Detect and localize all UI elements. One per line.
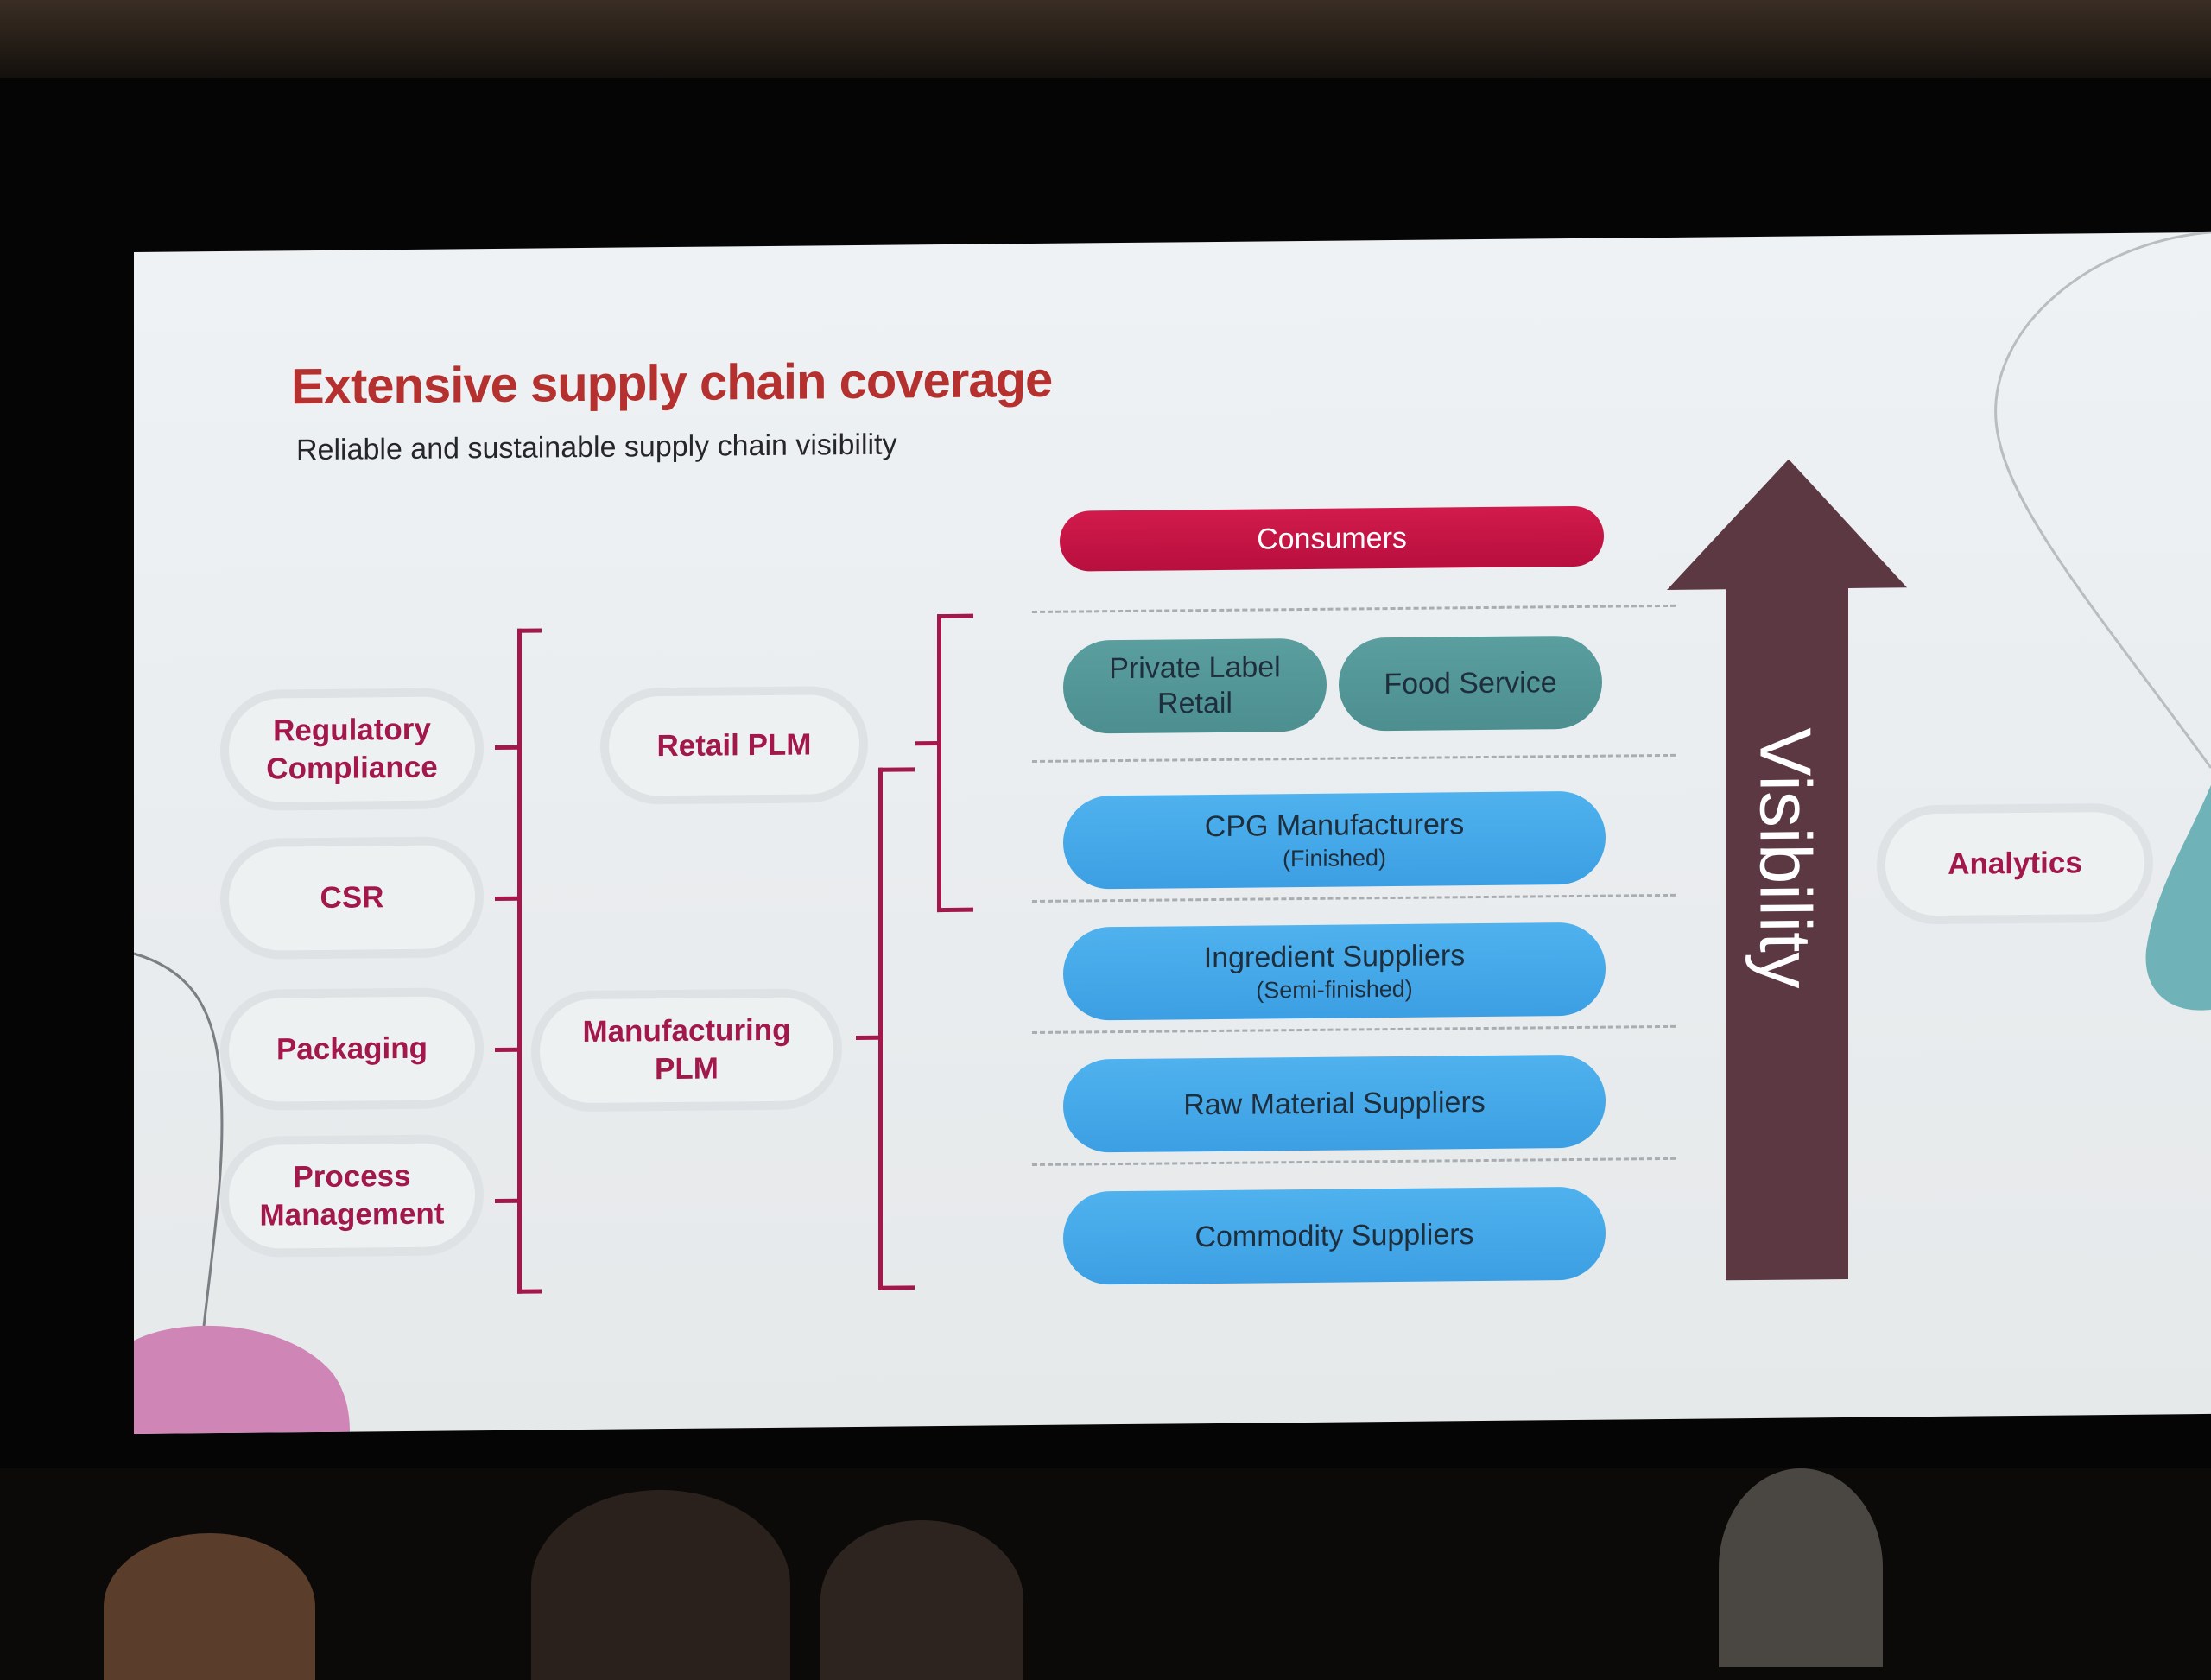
audience-head [531, 1490, 790, 1680]
manufacturing-plm-pill: Manufacturing PLM [531, 988, 842, 1113]
commodity-suppliers-label: Commodity Suppliers [1194, 1217, 1474, 1253]
commodity-suppliers-tier: Commodity Suppliers [1063, 1186, 1606, 1285]
visibility-label: Visibility [1745, 727, 1827, 990]
bracket-tick [495, 1047, 519, 1052]
regulatory-compliance-pill: Regulatory Compliance [220, 688, 484, 812]
food-service-tier: Food Service [1339, 635, 1602, 732]
retail-bracket [937, 613, 973, 913]
tier-divider [1032, 893, 1676, 903]
audience-head [1719, 1468, 1883, 1667]
csr-label: CSR [320, 880, 384, 916]
ingredient-suppliers-label: Ingredient Suppliers [1203, 939, 1466, 975]
ingredient-suppliers-note: (Semi-finished) [1256, 975, 1413, 1004]
audience-head [820, 1520, 1023, 1680]
slide-title: Extensive supply chain coverage [291, 351, 1053, 415]
food-service-label: Food Service [1384, 665, 1557, 701]
raw-material-suppliers-label: Raw Material Suppliers [1183, 1085, 1486, 1121]
consumers-tier: Consumers [1060, 505, 1604, 572]
tier-divider [1032, 1157, 1676, 1167]
ingredient-suppliers-tier: Ingredient Suppliers (Semi-finished) [1063, 922, 1606, 1021]
consumers-label: Consumers [1257, 521, 1407, 556]
tier-divider [1032, 753, 1676, 764]
packaging-label: Packaging [276, 1030, 428, 1067]
bracket-tick [856, 1035, 880, 1040]
cpg-manufacturers-label: CPG Manufacturers [1204, 808, 1465, 844]
bracket-tick [495, 745, 519, 750]
retail-plm-pill: Retail PLM [600, 685, 868, 805]
manufacturing-plm-label: Manufacturing PLM [582, 1012, 791, 1087]
presentation-slide: Extensive supply chain coverage Reliable… [134, 231, 2211, 1434]
private-label-retail-label: Private Label Retail [1109, 650, 1281, 720]
tier-divider [1032, 604, 1676, 614]
regulatory-compliance-label: Regulatory Compliance [266, 712, 438, 786]
tier-divider [1032, 1024, 1676, 1035]
left-bracket [517, 628, 542, 1294]
retail-plm-label: Retail PLM [656, 727, 812, 763]
bracket-tick [495, 1198, 519, 1203]
bracket-tick [915, 741, 939, 746]
raw-material-suppliers-tier: Raw Material Suppliers [1063, 1054, 1606, 1153]
csr-pill: CSR [220, 836, 484, 960]
process-management-pill: Process Management [220, 1134, 484, 1258]
bracket-tick [495, 896, 519, 901]
process-management-label: Process Management [259, 1159, 445, 1233]
manufacturing-bracket [878, 767, 915, 1290]
audience-head [104, 1533, 315, 1680]
private-label-retail-tier: Private Label Retail [1063, 637, 1327, 734]
slide-subtitle: Reliable and sustainable supply chain vi… [296, 428, 897, 467]
analytics-pill: Analytics [1877, 802, 2153, 925]
analytics-label: Analytics [1948, 846, 2082, 881]
cpg-manufacturers-note: (Finished) [1282, 844, 1387, 872]
cpg-manufacturers-tier: CPG Manufacturers (Finished) [1063, 790, 1606, 890]
packaging-pill: Packaging [220, 987, 484, 1112]
